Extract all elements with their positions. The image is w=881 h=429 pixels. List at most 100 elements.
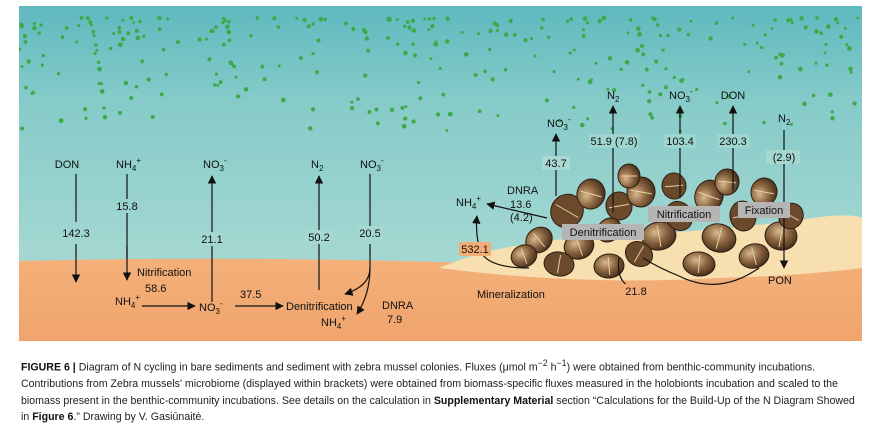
- particle-dot: [540, 26, 544, 30]
- particle-dot: [477, 32, 480, 35]
- particle-dot: [572, 106, 575, 109]
- particle-dot: [158, 27, 162, 31]
- particle-dot: [553, 70, 556, 73]
- particle-dot: [648, 90, 652, 94]
- particle-dot: [509, 19, 513, 23]
- particle-dot: [135, 85, 139, 89]
- particle-dot: [121, 19, 124, 22]
- particle-dot: [319, 17, 324, 22]
- particle-dot: [263, 77, 267, 81]
- caption-text-1: Diagram of N cycling in bare sediments a…: [76, 362, 538, 374]
- particle-dot: [824, 43, 827, 46]
- particle-dot: [97, 67, 102, 72]
- particle-dot: [602, 16, 607, 21]
- particle-dot: [299, 56, 303, 60]
- particle-dot: [715, 101, 718, 104]
- particle-dot: [441, 93, 445, 97]
- particle-dot: [802, 102, 807, 107]
- particle-dot: [356, 97, 360, 101]
- caption-text-2: h: [548, 362, 557, 374]
- particle-dot: [496, 114, 499, 117]
- mussel-pon-label: PON: [768, 275, 792, 287]
- particle-dot: [205, 38, 208, 41]
- mussel-no3-flux: 43.7: [545, 158, 566, 170]
- particle-dot: [654, 59, 658, 63]
- particle-dot: [427, 17, 431, 21]
- particle-dot: [583, 16, 588, 21]
- n-cycle-diagram: DON 142.3 NH4+ 15.8 NO3- 21.1 N2 50.2 NO…: [19, 6, 862, 341]
- particle-dot: [774, 56, 778, 60]
- mussel-don-label: DON: [721, 90, 746, 102]
- particle-dot: [664, 85, 668, 89]
- particle-dot: [764, 33, 767, 36]
- particle-dot: [577, 78, 580, 81]
- particle-dot: [844, 27, 847, 30]
- particle-dot: [42, 54, 45, 57]
- particle-dot: [95, 49, 98, 52]
- particle-dot: [504, 68, 508, 72]
- bare-don-flux: 142.3: [62, 228, 90, 240]
- particle-dot: [229, 61, 234, 66]
- particle-dot: [323, 17, 327, 21]
- particle-dot: [496, 29, 499, 32]
- particle-dot: [569, 52, 572, 55]
- bare-denitrification-label: Denitrification: [286, 301, 353, 313]
- particle-dot: [677, 28, 681, 32]
- particle-dot: [448, 112, 453, 117]
- particle-dot: [625, 60, 630, 65]
- particle-dot: [93, 34, 96, 37]
- particle-dot: [129, 16, 133, 20]
- particle-dot: [641, 84, 644, 87]
- particle-dot: [446, 16, 449, 19]
- particle-dot: [773, 18, 777, 22]
- particle-dot: [234, 76, 237, 79]
- particle-dot: [659, 34, 662, 37]
- particle-dot: [20, 127, 24, 131]
- particle-dot: [94, 43, 98, 47]
- particle-dot: [142, 35, 145, 38]
- particle-dot: [311, 107, 315, 111]
- caption-figure-label: FIGURE 6 |: [21, 362, 76, 374]
- particle-dot: [849, 71, 852, 74]
- particle-dot: [786, 18, 790, 22]
- particle-dot: [423, 17, 426, 20]
- particle-dot: [112, 32, 115, 35]
- particle-dot: [689, 20, 692, 23]
- particle-dot: [493, 21, 497, 25]
- mussel-denitrification-label: Denitrification: [570, 227, 637, 239]
- particle-dot: [138, 20, 141, 23]
- particle-dot: [640, 44, 644, 48]
- particle-dot: [417, 81, 420, 84]
- particle-dot: [825, 63, 828, 66]
- mussel-dnra-flux: 13.6: [510, 199, 531, 211]
- caption-exp-2: −1: [557, 358, 567, 368]
- particle-dot: [404, 105, 407, 108]
- particle-dot: [852, 101, 856, 105]
- particle-dot: [798, 67, 803, 72]
- particle-dot: [848, 67, 852, 71]
- mussel-bottom-flux: 21.8: [625, 286, 646, 298]
- particle-dot: [32, 26, 37, 31]
- particle-dot: [747, 70, 750, 73]
- particle-dot: [648, 112, 652, 116]
- particle-dot: [93, 52, 96, 55]
- mussel-mineral-flux: 532.1: [461, 244, 489, 256]
- caption-exp-1: −2: [538, 358, 548, 368]
- particle-dot: [20, 24, 25, 29]
- particle-dot: [731, 17, 734, 20]
- particle-dot: [641, 52, 645, 56]
- particle-dot: [157, 16, 161, 20]
- particle-dot: [547, 36, 550, 39]
- particle-dot: [90, 23, 93, 26]
- particle-dot: [588, 80, 593, 85]
- particle-dot: [411, 19, 415, 23]
- particle-dot: [723, 122, 727, 126]
- particle-dot: [26, 59, 30, 63]
- caption-text-5: .” Drawing by V. Gasiūnaitė.: [73, 411, 204, 423]
- particle-dot: [87, 17, 90, 20]
- particle-dot: [661, 49, 664, 52]
- mussel-n2-fix-flux: (2.9): [773, 152, 796, 164]
- particle-dot: [118, 42, 123, 47]
- particle-dot: [91, 30, 95, 34]
- mussel-fixation-label: Fixation: [745, 205, 784, 217]
